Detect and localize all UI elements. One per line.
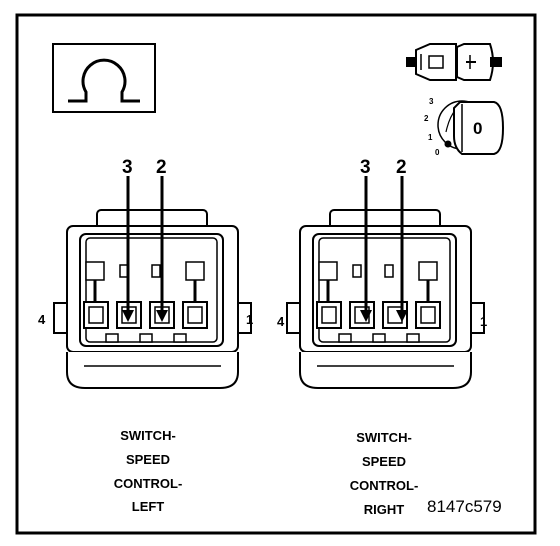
left-caption-line-2: SPEED xyxy=(125,452,171,467)
right-caption-line-4: RIGHT xyxy=(363,502,405,517)
right-callout-arrows xyxy=(360,176,408,322)
key-label: 0 xyxy=(473,119,483,138)
left-pin-1-label: 1 xyxy=(246,312,254,327)
ignition-key-icon xyxy=(437,100,505,155)
right-pin-4-label: 4 xyxy=(277,314,285,329)
connector-pair-icon xyxy=(406,43,502,81)
right-connector-body xyxy=(286,209,485,389)
left-caption-line-4: LEFT xyxy=(131,499,165,514)
key-position-3: 3 xyxy=(429,97,434,106)
left-callout-arrows xyxy=(122,176,168,322)
key-position-2: 2 xyxy=(424,114,429,123)
omega-symbol-icon xyxy=(52,43,156,113)
right-caption-line-2: SPEED xyxy=(361,454,407,469)
key-position-1: 1 xyxy=(428,133,433,142)
left-caption-line-1: SWITCH- xyxy=(120,428,176,443)
key-position-0: 0 xyxy=(435,148,440,157)
right-callout-3: 3 xyxy=(360,157,371,178)
left-pin-4-label: 4 xyxy=(38,312,46,327)
outer-frame xyxy=(15,13,537,535)
right-caption-line-1: SWITCH- xyxy=(356,430,412,445)
left-caption-line-3: CONTROL- xyxy=(113,476,183,491)
right-pin-1-label: 1 xyxy=(480,314,488,329)
left-connector-body xyxy=(53,209,252,389)
left-callout-3: 3 xyxy=(122,157,133,178)
right-callout-2: 2 xyxy=(396,157,407,178)
right-caption-line-3: CONTROL- xyxy=(349,478,419,493)
figure-reference: 8147c579 xyxy=(427,497,502,516)
left-callout-2: 2 xyxy=(156,157,167,178)
